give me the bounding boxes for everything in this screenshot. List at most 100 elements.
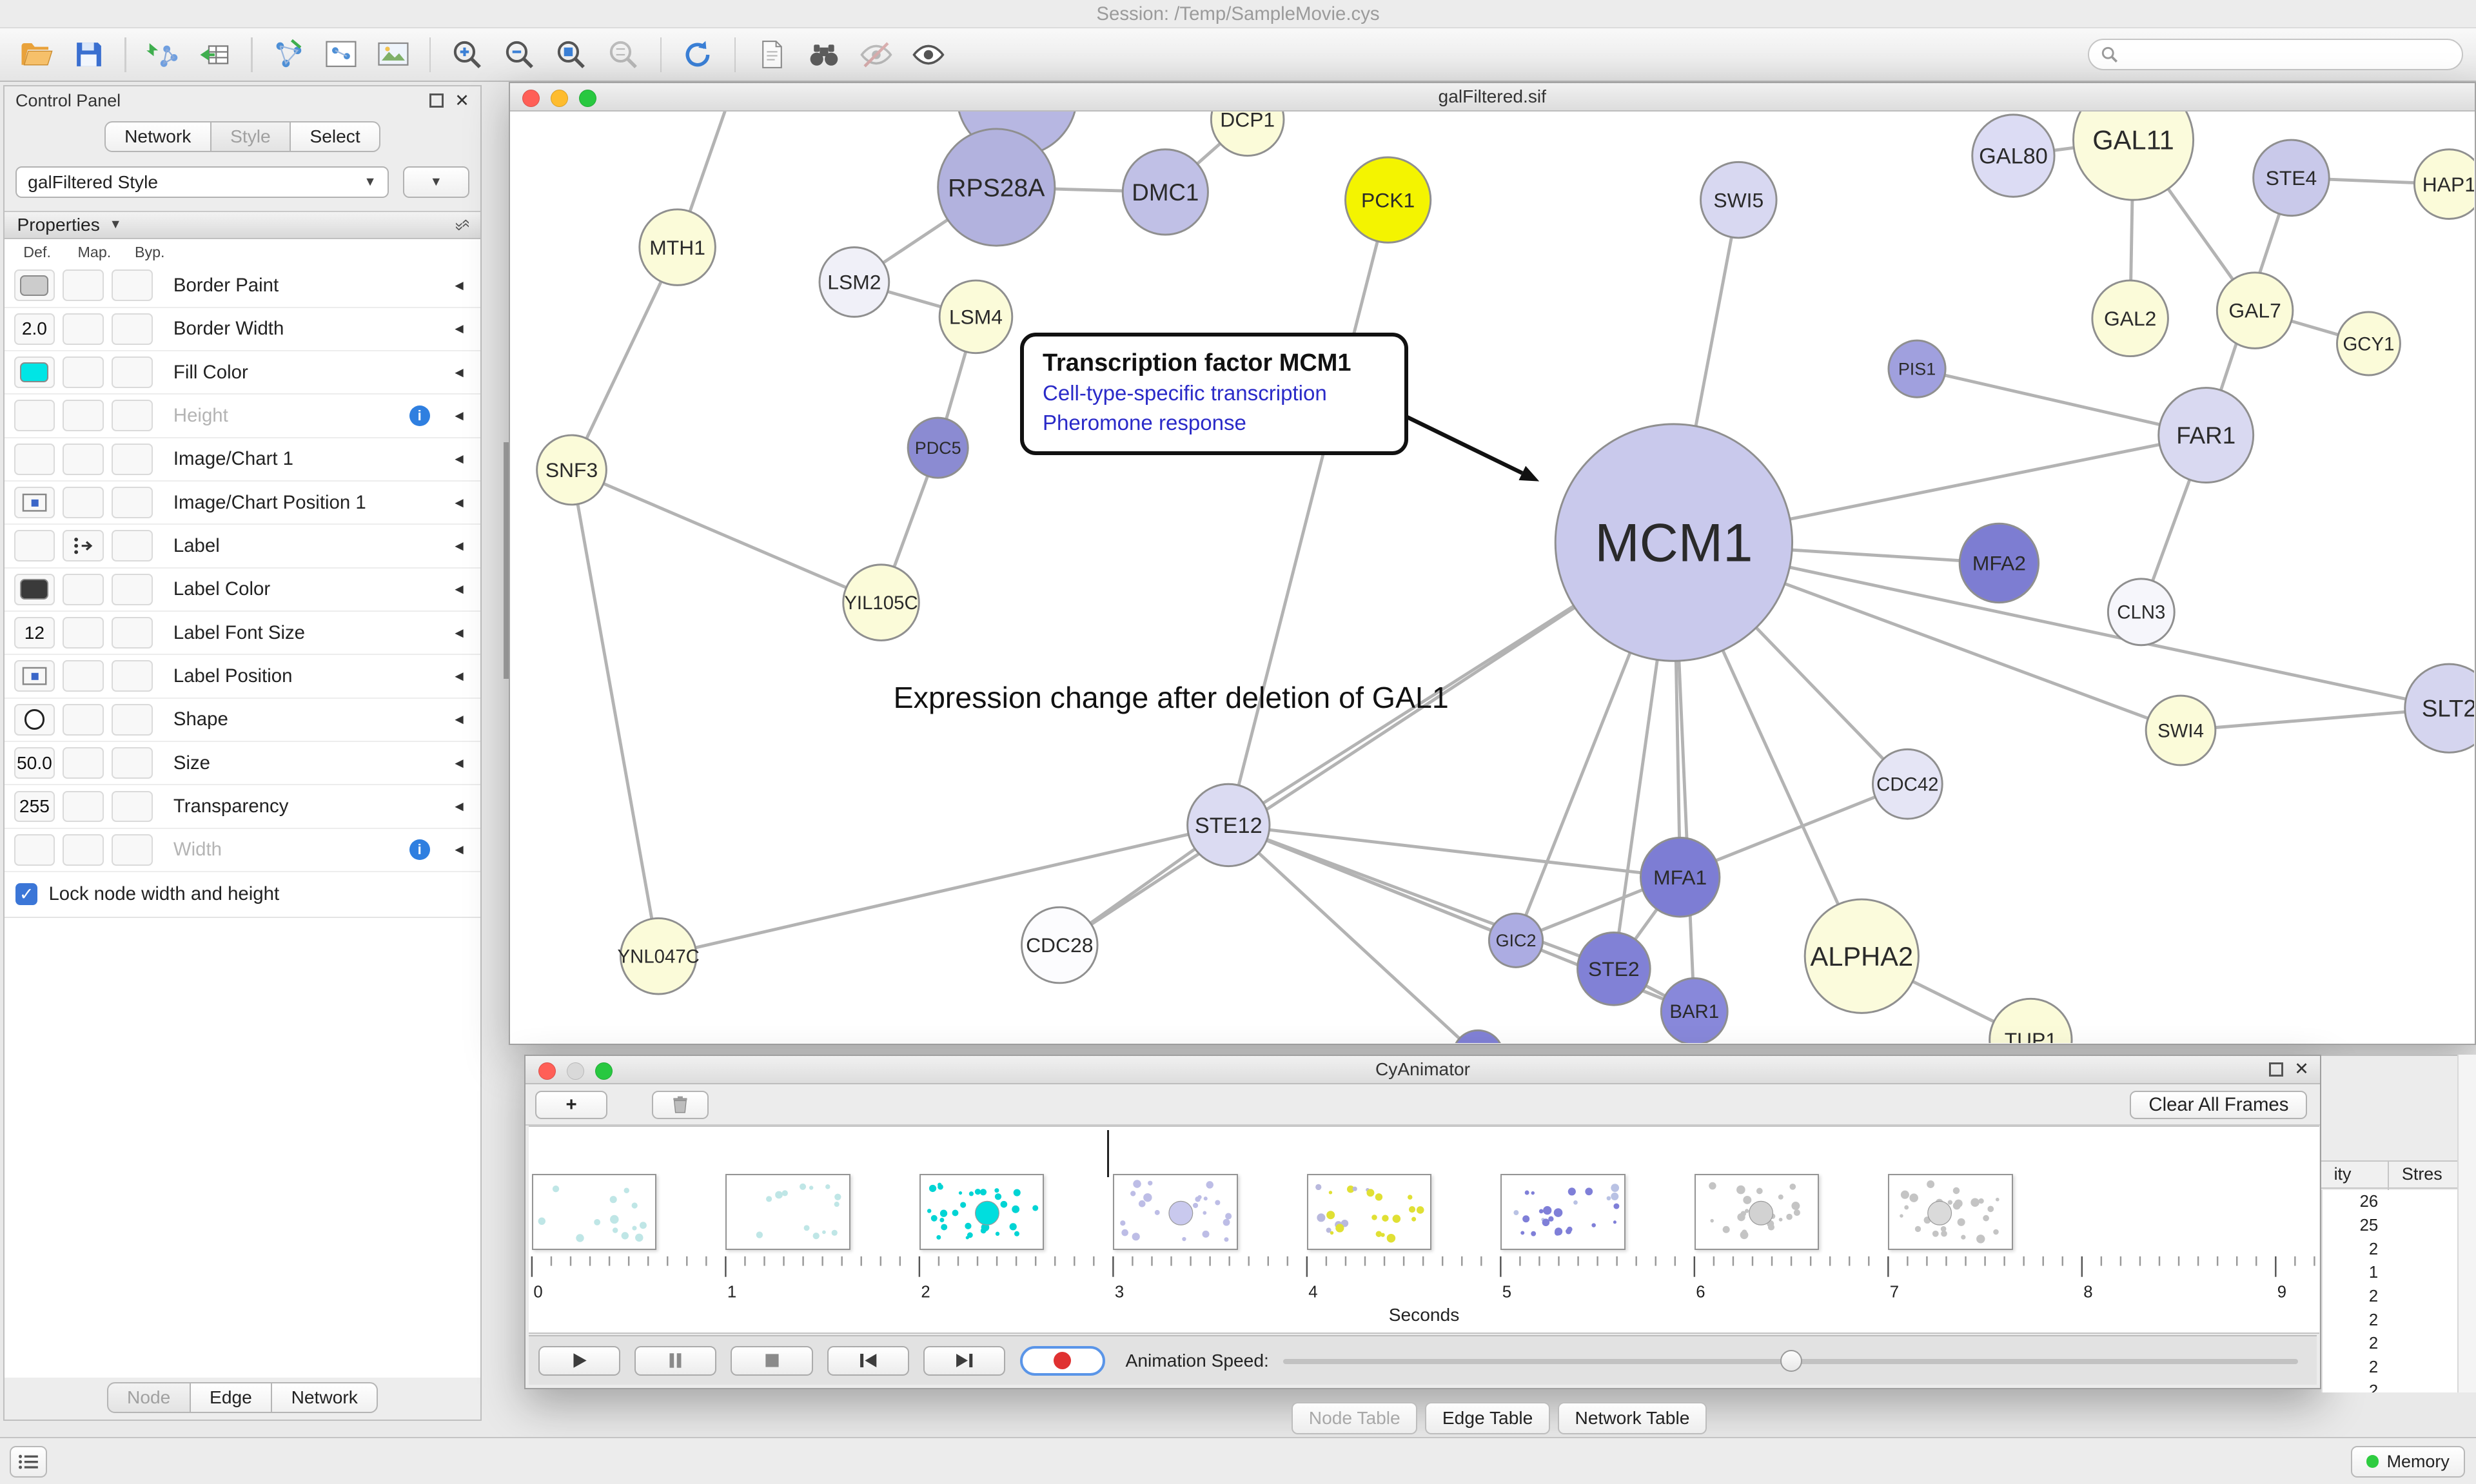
- close-window-button[interactable]: [538, 1062, 556, 1080]
- annotation-box[interactable]: Transcription factor MCM1 Cell-type-spec…: [1019, 333, 1409, 456]
- table-cell-value[interactable]: 2: [2321, 1332, 2457, 1356]
- frame-thumbnail-7s[interactable]: [1888, 1174, 2013, 1250]
- expand-row-arrow-icon[interactable]: ◄: [452, 624, 466, 641]
- hide-selected-button[interactable]: [852, 32, 899, 77]
- zoom-fit-button[interactable]: [548, 32, 595, 77]
- network-node-node-bottom[interactable]: [1453, 1030, 1503, 1044]
- default-value-cell[interactable]: 50.0: [14, 747, 55, 779]
- style-options-button[interactable]: ▼: [402, 166, 469, 199]
- property-row[interactable]: Label Position◄: [4, 655, 480, 699]
- bypass-cell[interactable]: [112, 487, 153, 519]
- property-row[interactable]: Border Paint◄: [4, 264, 480, 308]
- expand-row-arrow-icon[interactable]: ◄: [452, 277, 466, 293]
- bypass-cell[interactable]: [112, 269, 153, 302]
- expand-row-arrow-icon[interactable]: ◄: [452, 841, 466, 858]
- property-row[interactable]: Shape◄: [4, 698, 480, 742]
- property-row[interactable]: Fill Color◄: [4, 351, 480, 395]
- frame-thumbnail-0s[interactable]: [531, 1174, 657, 1250]
- expand-row-arrow-icon[interactable]: ◄: [452, 407, 466, 424]
- expand-row-arrow-icon[interactable]: ◄: [452, 581, 466, 598]
- frame-thumbnail-3s[interactable]: [1113, 1174, 1238, 1250]
- mapping-cell[interactable]: [63, 790, 104, 823]
- import-network-button[interactable]: [139, 32, 186, 77]
- default-value-cell[interactable]: 2.0: [14, 313, 55, 345]
- bypass-cell[interactable]: [112, 834, 153, 866]
- timeline-playhead[interactable]: [1107, 1129, 1110, 1178]
- expand-row-arrow-icon[interactable]: ◄: [452, 797, 466, 814]
- new-network-button[interactable]: [265, 32, 312, 77]
- lock-size-checkbox[interactable]: ✓: [15, 883, 38, 906]
- tab-node-style[interactable]: Node: [106, 1382, 191, 1414]
- network-node-CDC28[interactable]: [1020, 906, 1099, 984]
- tab-network-style[interactable]: Network: [272, 1382, 378, 1414]
- network-node-YIL105C[interactable]: [841, 563, 920, 642]
- close-panel-icon[interactable]: ✕: [2294, 1059, 2309, 1079]
- minimize-window-button[interactable]: [551, 90, 569, 108]
- network-node-YNL047C[interactable]: [619, 917, 698, 995]
- mapping-cell[interactable]: [63, 617, 104, 649]
- table-cell-value[interactable]: 2: [2321, 1308, 2457, 1333]
- network-node-DCP1[interactable]: [1210, 112, 1285, 157]
- default-value-cell[interactable]: [14, 400, 55, 432]
- network-node-SWI5[interactable]: [1699, 161, 1778, 239]
- play-button[interactable]: [538, 1345, 620, 1376]
- show-all-button[interactable]: [905, 32, 952, 77]
- property-row[interactable]: Image/Chart Position 1◄: [4, 481, 480, 525]
- pause-button[interactable]: [634, 1345, 717, 1376]
- info-icon[interactable]: i: [409, 839, 430, 861]
- clear-all-frames-button[interactable]: Clear All Frames: [2130, 1090, 2308, 1119]
- network-node-STE12[interactable]: [1186, 783, 1270, 868]
- default-value-cell[interactable]: 12: [14, 617, 55, 649]
- animation-speed-slider[interactable]: [1282, 1348, 2298, 1373]
- zoom-selected-button[interactable]: [600, 32, 647, 77]
- network-node-STE4[interactable]: [2252, 139, 2330, 217]
- network-node-GAL11[interactable]: [2072, 112, 2194, 202]
- first-neighbors-button[interactable]: [800, 32, 847, 77]
- table-cell-value[interactable]: 2: [2321, 1356, 2457, 1380]
- tab-edge-style[interactable]: Edge: [190, 1382, 273, 1414]
- mapping-cell[interactable]: [63, 400, 104, 432]
- mapping-cell[interactable]: [63, 487, 104, 519]
- close-panel-icon[interactable]: ✕: [455, 90, 469, 110]
- bypass-cell[interactable]: [112, 530, 153, 562]
- last-frame-button[interactable]: [923, 1345, 1006, 1376]
- tab-network[interactable]: Network: [104, 121, 211, 153]
- network-node-GCY1[interactable]: [2335, 311, 2401, 376]
- collapse-expand-icons[interactable]: »»: [451, 222, 473, 228]
- default-value-cell[interactable]: [14, 443, 55, 475]
- mapping-cell[interactable]: [63, 660, 104, 692]
- bypass-cell[interactable]: [112, 573, 153, 605]
- expand-row-arrow-icon[interactable]: ◄: [452, 754, 466, 771]
- expand-row-arrow-icon[interactable]: ◄: [452, 711, 466, 728]
- maximize-window-button[interactable]: [594, 1062, 613, 1080]
- network-window-titlebar[interactable]: galFiltered.sif: [509, 83, 2475, 112]
- bypass-cell[interactable]: [112, 747, 153, 779]
- save-session-button[interactable]: [64, 32, 112, 77]
- network-node-GAL2[interactable]: [2090, 279, 2169, 358]
- expand-row-arrow-icon[interactable]: ◄: [452, 667, 466, 684]
- export-network-button[interactable]: [317, 32, 364, 77]
- table-column-header[interactable]: Stres: [2401, 1164, 2442, 1184]
- record-button[interactable]: [1019, 1345, 1105, 1376]
- tab-select[interactable]: Select: [291, 121, 381, 153]
- style-combobox[interactable]: galFiltered Style ▼: [15, 166, 389, 199]
- snapshot-button[interactable]: [749, 32, 796, 77]
- network-node-GAL80[interactable]: [1970, 113, 2056, 199]
- tab-edge-table[interactable]: Edge Table: [1425, 1401, 1550, 1435]
- frame-thumbnail-5s[interactable]: [1500, 1174, 1626, 1250]
- network-node-TUP1[interactable]: [1988, 998, 2073, 1044]
- network-node-SWI4[interactable]: [2145, 695, 2216, 766]
- default-value-cell[interactable]: [14, 356, 55, 389]
- default-value-cell[interactable]: [14, 487, 55, 519]
- float-panel-icon[interactable]: [2269, 1062, 2284, 1077]
- mapping-cell[interactable]: [63, 703, 104, 736]
- open-session-button[interactable]: [13, 32, 60, 77]
- status-menu-button[interactable]: [9, 1445, 48, 1478]
- network-node-HAP1[interactable]: [2413, 148, 2475, 220]
- bypass-cell[interactable]: [112, 790, 153, 823]
- property-row[interactable]: Label Color◄: [4, 568, 480, 612]
